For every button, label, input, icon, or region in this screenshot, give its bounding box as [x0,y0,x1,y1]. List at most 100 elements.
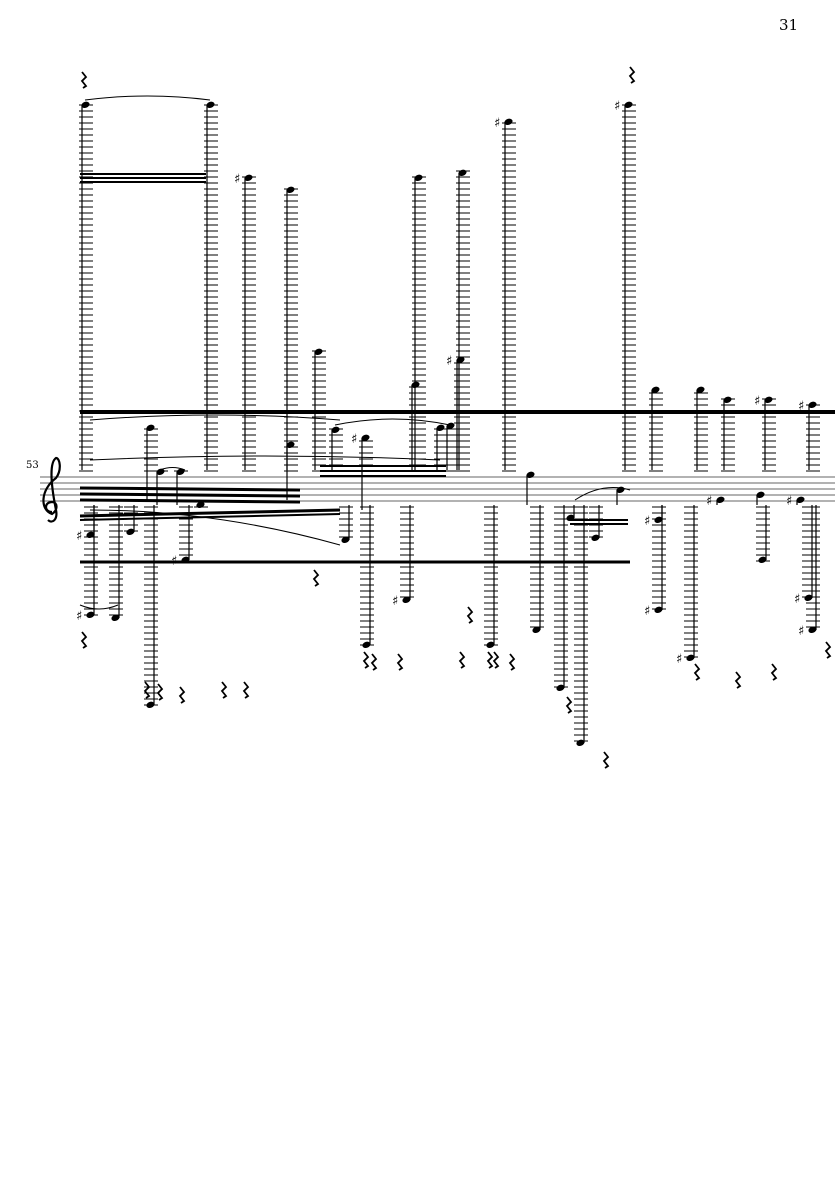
notehead [436,424,445,431]
treble-clef-icon [42,456,61,523]
notehead [654,516,663,523]
notehead [486,641,495,648]
notehead [286,441,295,448]
notehead [331,426,340,433]
rest-icon [178,686,186,704]
notehead [181,556,190,563]
notehead [402,596,411,603]
notehead [808,401,817,408]
notehead [362,641,371,648]
rest-icon [565,696,573,714]
rests [80,66,832,769]
notehead [504,118,513,125]
rest-icon [508,653,516,671]
tie [89,509,341,546]
rest-icon [220,681,228,699]
notehead [341,536,350,543]
rest-icon [156,683,164,701]
notehead [556,684,565,691]
rest-icon [370,653,378,671]
beam [79,492,301,498]
sharp-icon: ♯ [676,652,682,667]
notehead [716,496,725,503]
sharp-icon: ♯ [794,592,800,607]
accidentals: ♯♯♯♯♯♯♯♯♯♯♯♯♯♯♯♯♯♯ [76,99,804,667]
tie [89,414,341,421]
rest-icon [486,651,494,669]
sharp-icon: ♯ [76,609,82,624]
sharp-icon: ♯ [644,604,650,619]
rest-icon [693,663,701,681]
notehead [624,101,633,108]
notehead [414,174,423,181]
notehead [723,396,732,403]
beam [79,513,341,521]
beams [79,173,835,564]
sharp-icon: ♯ [351,432,357,447]
rest-icon [628,66,636,84]
sharp-icon: ♯ [786,494,792,509]
notehead [86,611,95,618]
rest-icon [458,651,466,669]
sharp-icon: ♯ [754,394,760,409]
notehead [696,386,705,393]
rest-icon [312,569,320,587]
notehead [111,614,120,621]
notehead [654,606,663,613]
ledger-lines [79,104,820,742]
rest-icon [492,651,500,669]
notehead [756,491,765,498]
notehead [244,174,253,181]
sharp-icon: ♯ [706,494,712,509]
notehead [651,386,660,393]
sharp-icon: ♯ [644,514,650,529]
rest-icon [770,663,778,681]
tie [334,418,451,426]
sharp-icon: ♯ [76,529,82,544]
tie [84,95,211,101]
tie [79,604,119,610]
notehead [804,594,813,601]
rest-icon [602,751,610,769]
notehead [796,496,805,503]
rest-icon [396,653,404,671]
sharp-icon: ♯ [494,116,500,131]
notehead [126,528,135,535]
sharp-icon: ♯ [234,172,240,187]
sharp-icon: ♯ [798,624,804,639]
beam [79,486,301,492]
notehead [576,739,585,746]
sharp-icon: ♯ [446,354,452,369]
notehead [686,654,695,661]
notehead [532,626,541,633]
notehead [446,422,455,429]
rest-icon [80,71,88,89]
measure-number: 53 [26,460,39,471]
sharp-icon: ♯ [614,99,620,114]
notehead [808,626,817,633]
beam [79,508,341,518]
notehead [616,486,625,493]
sharp-icon: ♯ [798,399,804,414]
notehead [456,356,465,363]
rest-icon [143,681,151,699]
notehead [566,514,575,521]
beam [79,498,301,504]
page-number: 31 [779,16,799,34]
ties [79,95,631,610]
notehead [758,556,767,563]
notehead [81,101,90,108]
notehead [86,531,95,538]
notehead [764,396,773,403]
notehead [411,381,420,388]
rest-icon [242,681,250,699]
notehead [146,424,155,431]
notehead [361,434,370,441]
rest-icon [734,671,742,689]
tie [574,487,631,501]
notehead [526,471,535,478]
notehead [286,186,295,193]
rest-icon [362,651,370,669]
tie [89,455,441,461]
